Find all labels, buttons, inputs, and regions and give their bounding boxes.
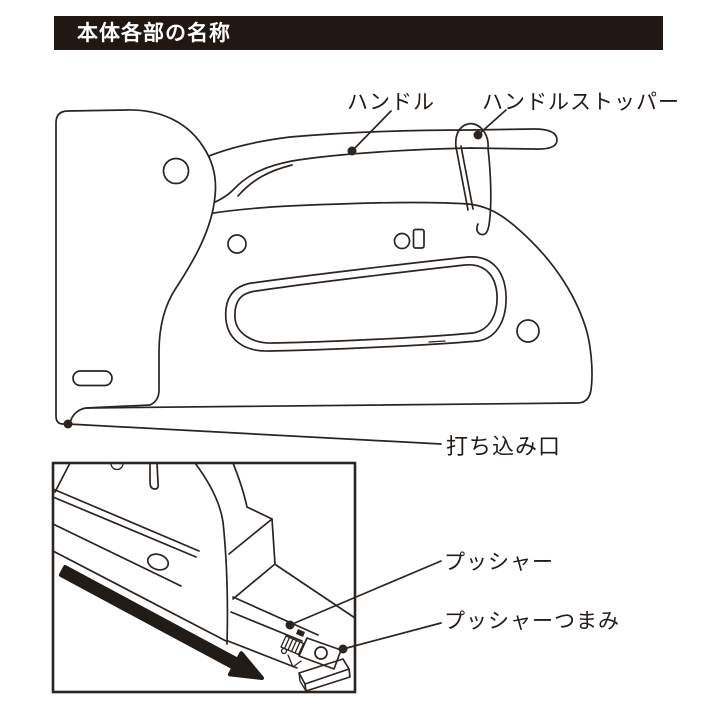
inset-channel-wall <box>275 564 356 619</box>
label-pusher: プッシャー <box>444 550 554 574</box>
grip-cutout-inner <box>234 264 498 344</box>
handle-thickness-line <box>237 164 293 197</box>
rivet-hole-mid <box>227 234 247 254</box>
inset-rear-edge <box>194 462 229 645</box>
pull-direction-arrow <box>58 565 264 680</box>
handle-stopper-leader-dot <box>473 130 483 140</box>
rivet-hole-front <box>162 157 190 185</box>
rivet-hole-upper <box>393 232 411 250</box>
label-driving-port: 打ち込み口 <box>446 435 562 460</box>
grip-detail-dash <box>428 340 446 343</box>
inset-grip-line-1 <box>52 488 200 552</box>
inset-grip-line-3 <box>52 523 182 587</box>
pusher-pin <box>280 647 288 655</box>
section-header: 本体各部の名称 <box>54 16 663 50</box>
inset-tool-body <box>52 462 356 645</box>
inset-grip-line-2 <box>52 496 197 558</box>
inset-rivet-hole <box>146 553 170 571</box>
pusher-knob-leader-dot <box>338 644 348 654</box>
pusher-knob-block <box>287 637 342 670</box>
pusher-leader <box>285 560 442 630</box>
inset-top-hole <box>110 462 124 471</box>
inset-stopper-hook <box>149 462 160 490</box>
inset-frame <box>51 461 357 694</box>
driving-port-leader <box>63 419 442 445</box>
handle-stopper-leader <box>473 109 507 140</box>
inset-front-edge <box>54 462 71 493</box>
staple-window-slot <box>72 370 113 387</box>
tool-body-outline <box>85 201 593 409</box>
handle-leader <box>347 110 392 156</box>
rivet-hole-rear <box>516 319 540 343</box>
rail-top-edge <box>232 596 319 636</box>
label-handle-stopper: ハンドルストッパー <box>482 90 680 114</box>
knob-notch <box>287 654 302 668</box>
driving-port-leader-dot <box>63 419 73 429</box>
handle-leader-dot <box>347 146 357 156</box>
knob-hole <box>314 646 328 660</box>
inset-bottom-edge <box>52 550 227 642</box>
callout-leaders <box>63 109 507 654</box>
rail-bottom-edge <box>227 640 298 669</box>
pusher-tab <box>296 629 305 637</box>
staple-tray <box>298 658 351 692</box>
grip-cutout-outer <box>224 256 507 352</box>
pusher-leader-dot <box>285 620 295 630</box>
label-pusher-knob: プッシャーつまみ <box>444 609 620 633</box>
latch-slot <box>412 228 425 249</box>
inset-rear-door-flap <box>228 518 276 600</box>
magazine-rail <box>227 596 351 692</box>
label-handle: ハンドル <box>347 90 435 114</box>
section-title: 本体各部の名称 <box>77 21 231 45</box>
inset-rear-outer-edge <box>232 462 273 520</box>
tacker-side-view <box>55 109 593 426</box>
magazine-inset-view <box>51 461 357 694</box>
rail-inner-edge <box>230 611 303 642</box>
pusher-knob-leader <box>338 622 442 654</box>
handle-stopper-wire <box>455 122 492 236</box>
handle-outline <box>201 128 558 206</box>
